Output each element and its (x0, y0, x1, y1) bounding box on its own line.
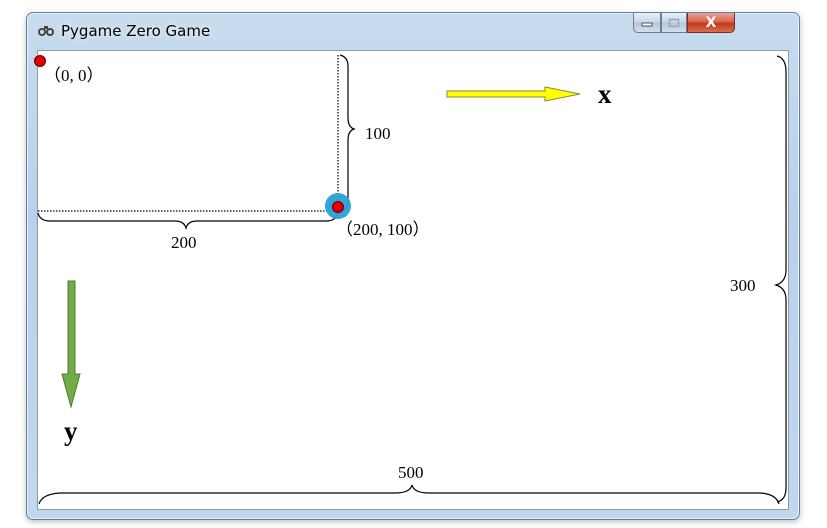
maximize-icon (668, 18, 680, 27)
minimize-icon (641, 22, 653, 26)
origin-label: （0, 0） (44, 66, 104, 85)
canvas-height-label: 300 (730, 276, 756, 295)
point-label: （200, 100） (336, 220, 430, 239)
maximize-button[interactable] (661, 13, 687, 33)
x-axis-arrow (446, 86, 581, 102)
width-brace (37, 212, 339, 231)
pygame-snake-icon (38, 26, 54, 36)
x-axis-label: x (598, 79, 612, 109)
width-label: 200 (171, 233, 197, 252)
title-bar[interactable]: Pygame Zero Game X (27, 13, 799, 51)
height-label: 100 (365, 124, 391, 143)
close-icon: X (705, 14, 717, 31)
canvas-width-brace (38, 484, 780, 505)
y-axis-label: y (64, 416, 78, 446)
close-button[interactable]: X (687, 13, 735, 33)
canvas-height-brace (773, 55, 787, 503)
minimize-button[interactable] (633, 13, 661, 33)
canvas-width-label: 500 (398, 463, 424, 482)
game-canvas (37, 50, 789, 510)
y-axis-arrow (61, 280, 81, 409)
actor-dot (332, 201, 344, 213)
height-brace (339, 54, 356, 212)
origin-dot (34, 55, 46, 67)
window-title: Pygame Zero Game (61, 22, 211, 40)
